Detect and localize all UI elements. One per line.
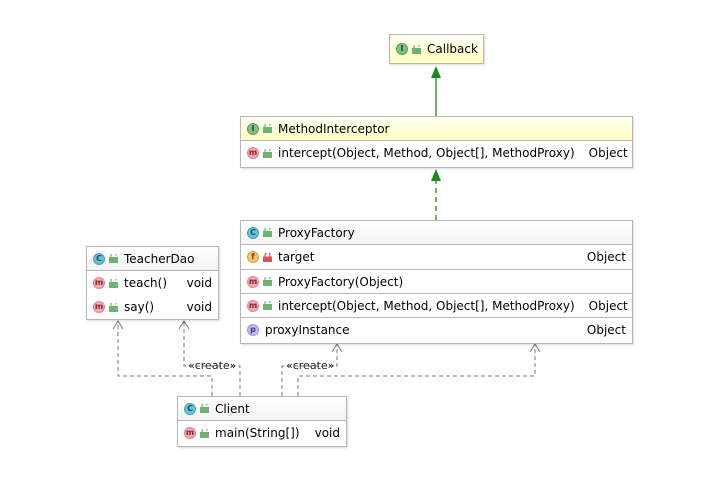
method-icon: m bbox=[184, 427, 196, 439]
create-edge-client-teacherdao bbox=[183, 321, 241, 396]
public-lock-icon bbox=[263, 277, 272, 286]
public-lock-icon bbox=[263, 228, 272, 237]
member-name: ProxyFactory(Object) bbox=[278, 274, 404, 289]
interface-icon: I bbox=[396, 43, 408, 55]
dependency-edge-client-proxyfactory bbox=[297, 344, 536, 396]
member-row[interactable]: f target Object bbox=[241, 245, 632, 269]
member-row[interactable]: m intercept(Object, Method, Object[], Me… bbox=[241, 141, 632, 165]
implements-edge-arrowhead bbox=[431, 169, 441, 181]
interface-icon: I bbox=[247, 122, 259, 135]
public-lock-icon bbox=[200, 404, 209, 413]
private-lock-icon bbox=[263, 252, 272, 262]
class-box-proxyfactory[interactable]: C ProxyFactory f target Object m ProxyFa… bbox=[240, 220, 633, 344]
class-header: C TeacherDao bbox=[87, 247, 218, 271]
member-row[interactable]: m main(String[]) void bbox=[178, 421, 346, 445]
extends-edge-arrowhead bbox=[431, 66, 441, 78]
class-name: Client bbox=[215, 401, 250, 416]
member-row[interactable]: m teach() void bbox=[87, 271, 218, 295]
method-icon: m bbox=[93, 277, 105, 289]
member-name: proxyInstance bbox=[265, 322, 350, 337]
public-lock-icon bbox=[109, 278, 118, 288]
property-icon: p bbox=[247, 323, 259, 336]
member-name: teach() bbox=[124, 276, 168, 290]
member-name: say() bbox=[124, 300, 155, 314]
member-row[interactable]: p proxyInstance Object bbox=[241, 317, 632, 341]
member-name: main(String[]) bbox=[215, 426, 300, 440]
class-name: ProxyFactory bbox=[278, 225, 355, 240]
class-icon: C bbox=[93, 252, 105, 265]
dependency-edge-client-teacherdao-1 bbox=[117, 321, 213, 396]
create-edge-client-proxyfactory bbox=[281, 344, 338, 396]
member-type: Object bbox=[588, 298, 628, 313]
method-icon: m bbox=[247, 275, 259, 288]
member-name: intercept(Object, Method, Object[], Meth… bbox=[278, 146, 575, 160]
class-name: Callback bbox=[427, 42, 478, 56]
class-icon: C bbox=[247, 226, 259, 239]
public-lock-icon bbox=[109, 254, 118, 263]
create-label: «create» bbox=[286, 359, 335, 372]
class-name: TeacherDao bbox=[124, 251, 195, 266]
dependency-arrowhead bbox=[529, 343, 541, 353]
method-icon: m bbox=[247, 299, 259, 312]
member-row[interactable]: m ProxyFactory(Object) bbox=[241, 269, 632, 293]
method-icon: m bbox=[247, 147, 259, 159]
member-type: Object bbox=[586, 322, 626, 337]
class-box-teacherdao[interactable]: C TeacherDao m teach() void m say() void bbox=[86, 246, 219, 320]
class-box-client[interactable]: C Client m main(String[]) void bbox=[177, 396, 347, 447]
member-type: Object bbox=[588, 146, 628, 160]
member-type: Object bbox=[586, 250, 626, 264]
public-lock-icon bbox=[200, 428, 209, 438]
member-name: intercept(Object, Method, Object[], Meth… bbox=[278, 298, 575, 313]
member-type: void bbox=[186, 276, 212, 290]
dependency-arrowhead bbox=[178, 320, 190, 330]
public-lock-icon bbox=[263, 148, 272, 158]
class-header: I MethodInterceptor bbox=[241, 117, 632, 141]
dependency-arrowhead bbox=[112, 320, 124, 330]
field-icon: f bbox=[247, 251, 259, 263]
member-row[interactable]: m intercept(Object, Method, Object[], Me… bbox=[241, 293, 632, 317]
member-name: target bbox=[278, 250, 315, 264]
public-lock-icon bbox=[263, 301, 272, 310]
class-box-methodinterceptor[interactable]: I MethodInterceptor m intercept(Object, … bbox=[240, 116, 633, 168]
member-row[interactable]: m say() void bbox=[87, 295, 218, 319]
class-box-callback[interactable]: I Callback bbox=[389, 34, 484, 64]
member-type: void bbox=[186, 300, 212, 314]
create-label: «create» bbox=[188, 359, 237, 372]
class-header: I Callback bbox=[390, 35, 483, 63]
class-name: MethodInterceptor bbox=[278, 121, 390, 136]
public-lock-icon bbox=[263, 124, 272, 133]
class-header: C ProxyFactory bbox=[241, 221, 632, 245]
dependency-arrowhead bbox=[331, 343, 343, 353]
method-icon: m bbox=[93, 301, 105, 313]
public-lock-icon bbox=[109, 302, 118, 312]
class-header: C Client bbox=[178, 397, 346, 421]
member-type: void bbox=[314, 426, 340, 440]
runnable-class-icon: C bbox=[184, 402, 196, 415]
public-lock-icon bbox=[412, 44, 421, 54]
